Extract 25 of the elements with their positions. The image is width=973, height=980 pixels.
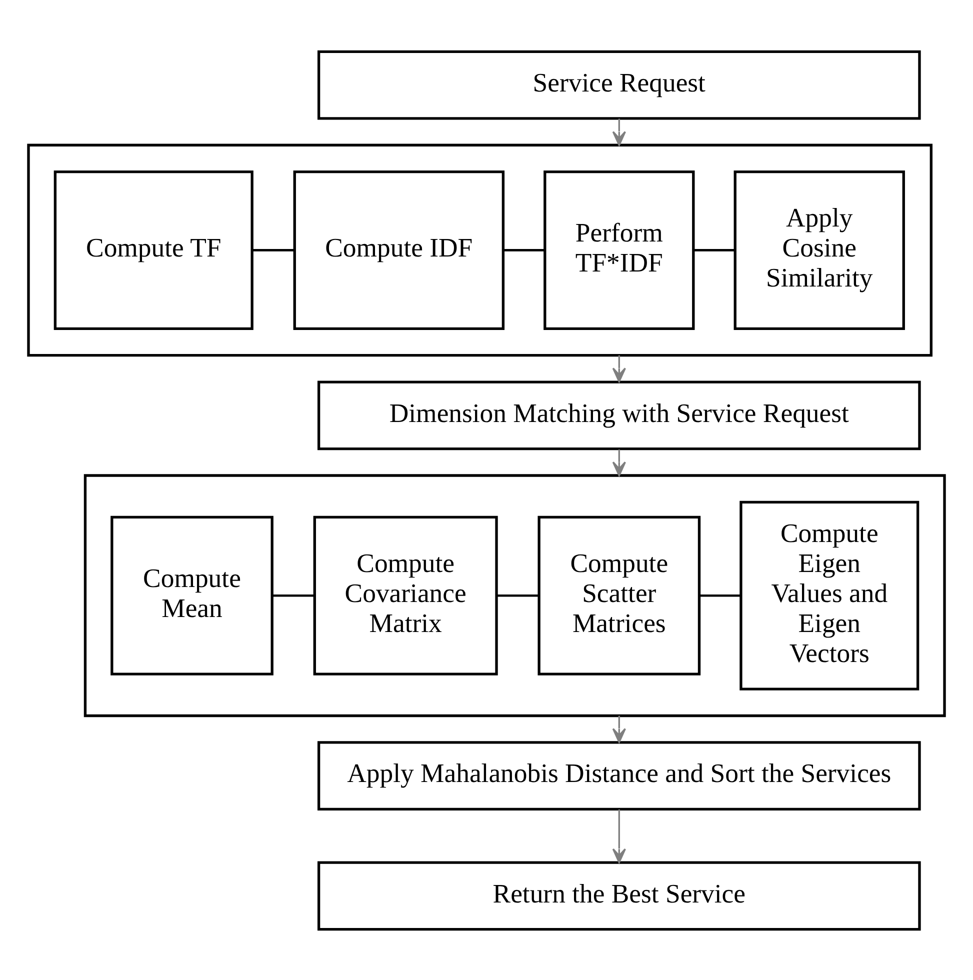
node-box: Perform TF*IDF bbox=[544, 170, 695, 330]
node-box: Dimension Matching with Service Request bbox=[317, 380, 921, 450]
connector bbox=[700, 594, 741, 596]
arrow bbox=[612, 808, 626, 863]
connector bbox=[272, 594, 315, 596]
node-box: Apply Mahalanobis Distance and Sort the Services bbox=[317, 740, 921, 810]
connector bbox=[252, 248, 294, 251]
node-box: Compute TF bbox=[54, 170, 254, 330]
connector bbox=[693, 248, 735, 251]
arrow bbox=[612, 354, 626, 382]
connector bbox=[503, 248, 545, 251]
cluster bbox=[84, 474, 946, 717]
node-box: Compute Covariance Matrix bbox=[313, 515, 498, 675]
node-box: Apply Cosine Similarity bbox=[734, 170, 905, 330]
arrow bbox=[612, 715, 626, 742]
cluster bbox=[27, 143, 932, 356]
node-box: Compute Mean bbox=[110, 515, 274, 675]
node-box: Compute Eigen Values and Eigen Vectors bbox=[740, 500, 920, 690]
node-box: Compute IDF bbox=[293, 170, 505, 330]
arrow bbox=[612, 118, 626, 146]
arrow bbox=[612, 449, 626, 476]
node-box: Compute Scatter Matrices bbox=[538, 515, 701, 675]
node-box: Service Request bbox=[317, 50, 921, 120]
connector bbox=[497, 594, 539, 596]
node-box: Return the Best Service bbox=[317, 860, 921, 930]
